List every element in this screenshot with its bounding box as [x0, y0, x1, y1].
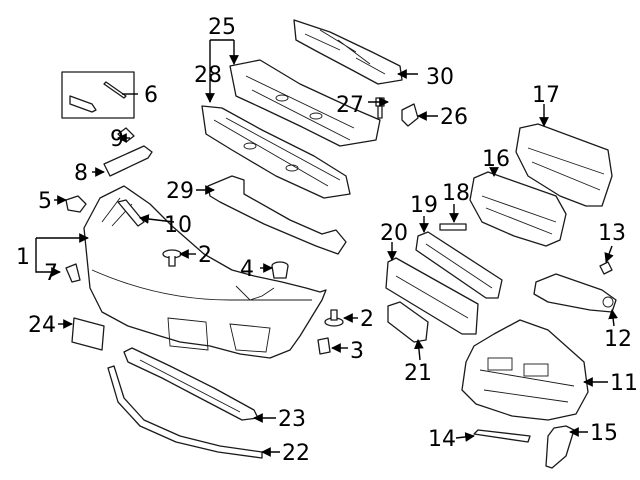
callout-25: 25 — [208, 15, 236, 40]
part-1-bumper-cover — [83, 185, 327, 359]
part-7-bracket — [65, 263, 81, 283]
callout-13: 13 — [598, 221, 626, 246]
callout-26: 26 — [440, 105, 468, 130]
part-21-bezel — [387, 301, 429, 343]
callout-1: 1 — [16, 245, 30, 270]
callout-23: 23 — [278, 407, 306, 432]
callout-20: 20 — [380, 221, 408, 246]
callout-8: 8 — [74, 161, 88, 186]
callout-6: 6 — [144, 83, 158, 108]
part-26-bracket — [401, 103, 419, 127]
callout-11: 11 — [610, 371, 638, 396]
callout-24: 24 — [28, 313, 56, 338]
part-11-support-module — [461, 319, 589, 421]
part-2-clip-lower — [324, 309, 344, 327]
part-18-pin — [439, 223, 467, 231]
part-13-screw — [599, 261, 613, 275]
part-25-bumper-carrier-upper — [229, 59, 381, 147]
part-28-bumper-carrier-lower — [201, 105, 351, 199]
callout-labels: 25 28 30 27 26 6 9 8 5 10 29 1 7 2 4 2 3… — [16, 15, 638, 466]
part-6-repair-kit — [61, 71, 135, 119]
part-4-cap — [271, 261, 289, 279]
part-30-energy-absorber-upper — [293, 19, 403, 85]
callout-28: 28 — [194, 63, 222, 88]
part-24-license-bracket — [71, 317, 105, 351]
leader-lines — [35, 39, 618, 457]
callout-3: 3 — [350, 339, 364, 364]
callout-18: 18 — [442, 181, 470, 206]
callout-27: 27 — [336, 93, 364, 118]
callout-2-upper: 2 — [198, 243, 212, 268]
callout-19: 19 — [410, 193, 438, 218]
callout-10: 10 — [164, 213, 192, 238]
callout-12: 12 — [604, 327, 632, 352]
part-27-bolt — [375, 97, 385, 119]
callout-21: 21 — [404, 361, 432, 386]
callout-7: 7 — [44, 261, 58, 286]
callout-30: 30 — [426, 65, 454, 90]
part-5-clip — [65, 195, 87, 213]
part-8-bracket — [103, 145, 153, 177]
part-12-fog-bezel — [533, 273, 617, 313]
callout-5: 5 — [38, 189, 52, 214]
callout-14: 14 — [428, 427, 456, 452]
part-29-impact-bar — [207, 175, 347, 255]
callout-16: 16 — [482, 147, 510, 172]
part-23-lower-deflector — [123, 347, 259, 421]
part-16-air-duct — [469, 171, 567, 247]
callout-4: 4 — [240, 257, 254, 282]
callout-17: 17 — [532, 83, 560, 108]
callout-15: 15 — [590, 421, 618, 446]
callout-9: 9 — [110, 127, 124, 152]
part-17-air-duct-upper — [515, 123, 613, 207]
callout-29: 29 — [166, 179, 194, 204]
callout-22: 22 — [282, 441, 310, 466]
callout-2-lower: 2 — [360, 307, 374, 332]
part-15-cover — [545, 425, 575, 469]
part-3-bracket-small — [317, 337, 331, 355]
part-14-trim-strip — [473, 429, 531, 443]
